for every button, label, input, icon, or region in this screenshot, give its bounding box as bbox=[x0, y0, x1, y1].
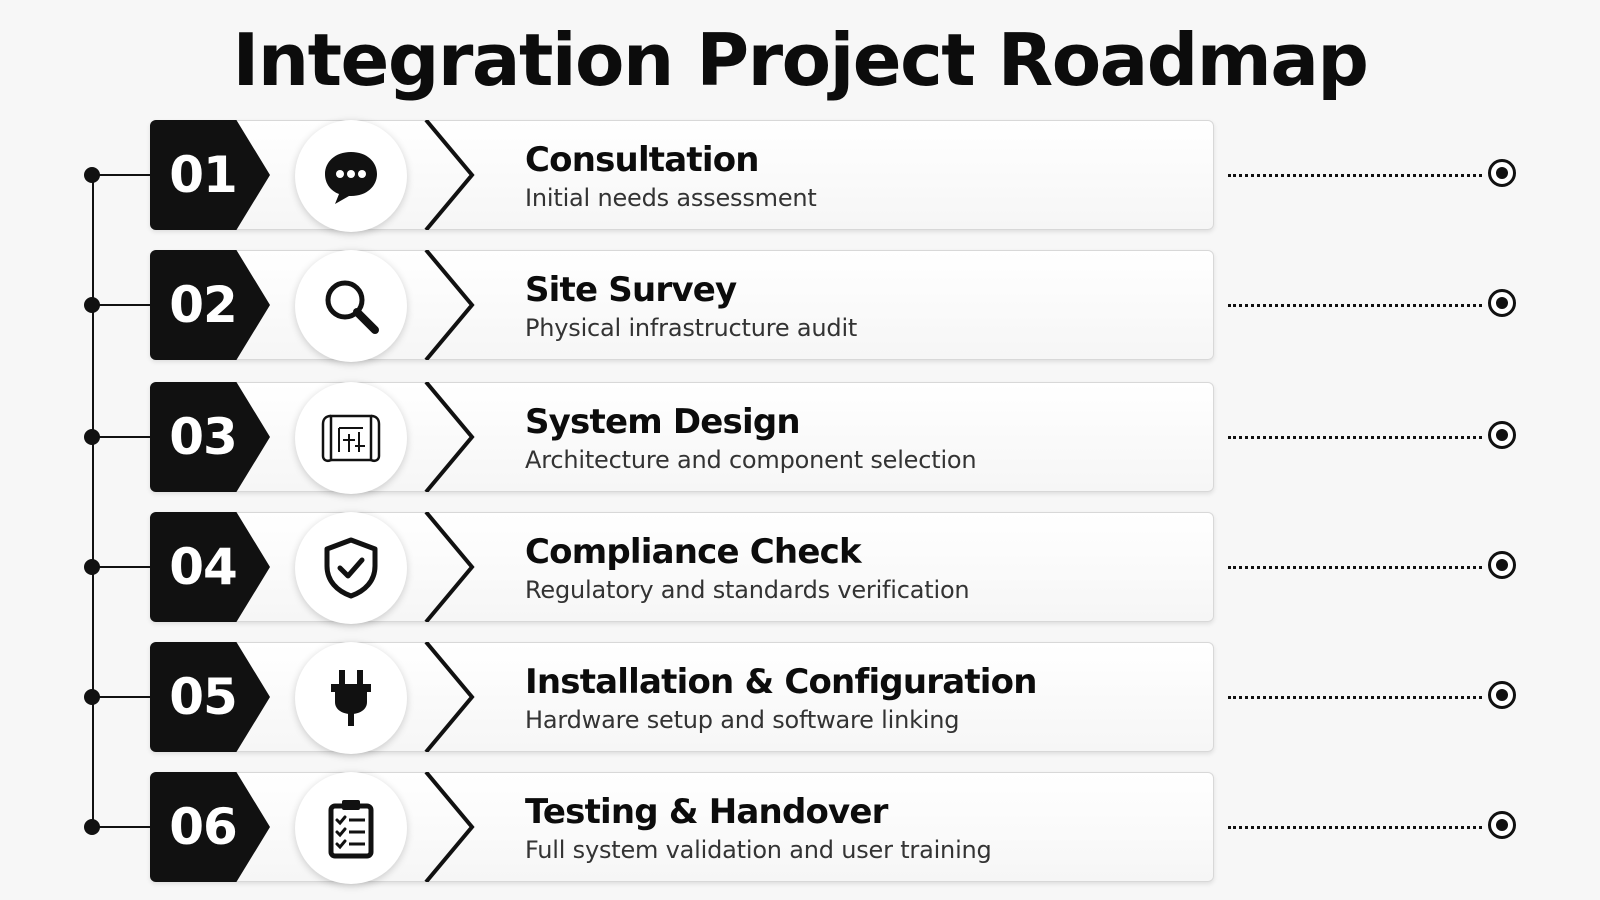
step-title: Consultation bbox=[525, 140, 759, 180]
page-title: Integration Project Roadmap bbox=[232, 18, 1369, 102]
target-endpoint-icon bbox=[1488, 421, 1516, 449]
target-endpoint-icon bbox=[1488, 289, 1516, 317]
timeline-connector bbox=[94, 304, 152, 306]
roadmap-step: 02 Site Survey Physical infrastructure a… bbox=[0, 250, 1600, 362]
step-number: 06 bbox=[169, 798, 238, 856]
roadmap-step: 06 Testing & Handover Full system valida… bbox=[0, 772, 1600, 884]
chevron-right-icon bbox=[424, 250, 475, 360]
chevron-right-icon bbox=[424, 642, 475, 752]
chevron-right-icon bbox=[424, 382, 475, 492]
chevron-right-icon bbox=[424, 120, 475, 230]
clipboard-checklist-icon bbox=[295, 772, 407, 884]
magnifier-icon bbox=[295, 250, 407, 362]
dotted-leader bbox=[1228, 826, 1482, 829]
step-title: Testing & Handover bbox=[525, 792, 888, 832]
timeline-node bbox=[84, 297, 100, 313]
target-endpoint-icon bbox=[1488, 681, 1516, 709]
chevron-right-icon bbox=[424, 512, 475, 622]
timeline-node bbox=[84, 689, 100, 705]
dotted-leader bbox=[1228, 304, 1482, 307]
step-description: Regulatory and standards verification bbox=[525, 576, 970, 604]
step-title: Site Survey bbox=[525, 270, 737, 310]
step-description: Architecture and component selection bbox=[525, 446, 977, 474]
timeline-connector bbox=[94, 174, 152, 176]
dotted-leader bbox=[1228, 174, 1482, 177]
step-number: 03 bbox=[169, 408, 238, 466]
target-endpoint-icon bbox=[1488, 551, 1516, 579]
roadmap-step: 01 Consultation Initial needs assessment bbox=[0, 120, 1600, 232]
step-title: Compliance Check bbox=[525, 532, 862, 572]
step-description: Physical infrastructure audit bbox=[525, 314, 858, 342]
chat-bubble-icon bbox=[295, 120, 407, 232]
chevron-right-icon bbox=[424, 772, 475, 882]
roadmap-step: 05 Installation & Configuration Hardware… bbox=[0, 642, 1600, 754]
step-title: Installation & Configuration bbox=[525, 662, 1037, 702]
plug-icon bbox=[295, 642, 407, 754]
target-endpoint-icon bbox=[1488, 811, 1516, 839]
dotted-leader bbox=[1228, 696, 1482, 699]
roadmap-step: 04 Compliance Check Regulatory and stand… bbox=[0, 512, 1600, 624]
blueprint-icon bbox=[295, 382, 407, 494]
step-description: Hardware setup and software linking bbox=[525, 706, 960, 734]
timeline-node bbox=[84, 559, 100, 575]
roadmap-step: 03 System Design Architecture and compon… bbox=[0, 382, 1600, 494]
step-number: 05 bbox=[169, 668, 238, 726]
step-description: Full system validation and user training bbox=[525, 836, 992, 864]
step-number: 04 bbox=[169, 538, 238, 596]
timeline-spine bbox=[92, 175, 94, 825]
target-endpoint-icon bbox=[1488, 159, 1516, 187]
step-number: 01 bbox=[169, 146, 238, 204]
timeline-connector bbox=[94, 826, 152, 828]
timeline-connector bbox=[94, 436, 152, 438]
timeline-node bbox=[84, 167, 100, 183]
dotted-leader bbox=[1228, 436, 1482, 439]
shield-check-icon bbox=[295, 512, 407, 624]
timeline-node bbox=[84, 429, 100, 445]
timeline-connector bbox=[94, 696, 152, 698]
step-title: System Design bbox=[525, 402, 801, 442]
step-description: Initial needs assessment bbox=[525, 184, 817, 212]
timeline-connector bbox=[94, 566, 152, 568]
timeline-node bbox=[84, 819, 100, 835]
dotted-leader bbox=[1228, 566, 1482, 569]
step-number: 02 bbox=[169, 276, 238, 334]
